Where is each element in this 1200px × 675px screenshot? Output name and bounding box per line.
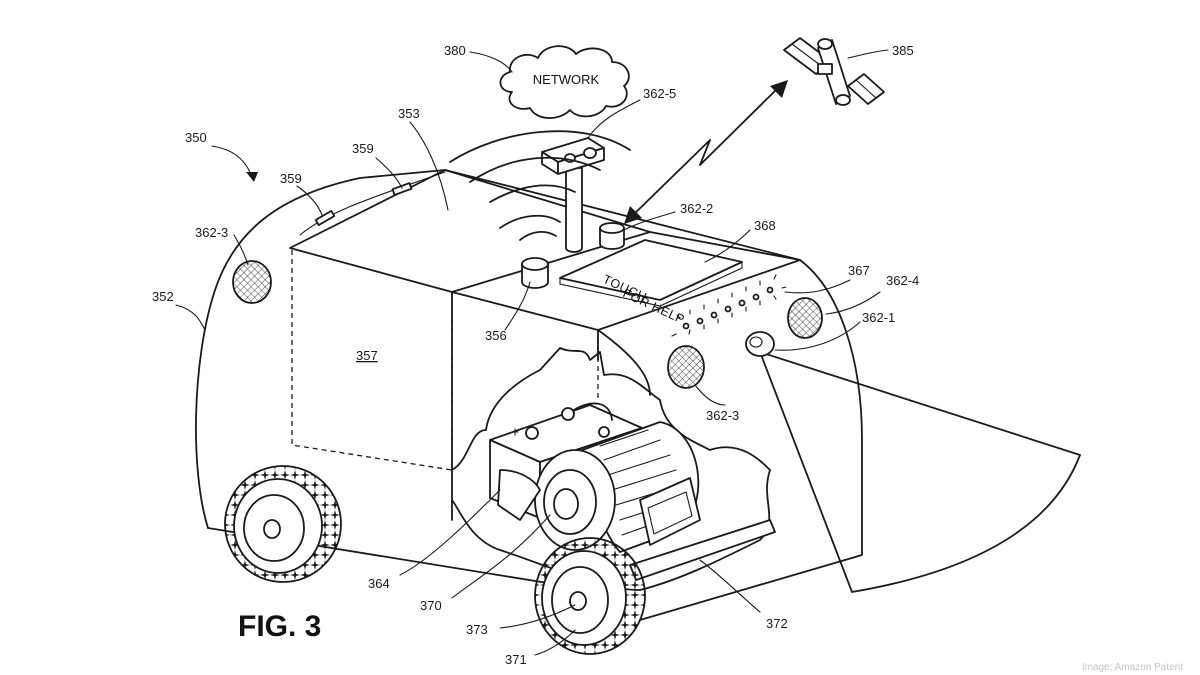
light-beam [759,351,1081,593]
drive-motor [497,421,701,553]
ref-367: 367 [848,263,870,278]
sensor-356 [521,257,549,289]
reference-numerals: 350 352 353 356 357 359 359 362-3 362-3 … [152,43,919,667]
ref-362-2: 362-2 [680,201,713,216]
speaker-left [232,260,272,304]
network-cloud[interactable]: NETWORK [499,45,630,119]
ref-362-1: 362-1 [862,310,895,325]
ref-353: 353 [398,106,420,121]
ref-362-5: 362-5 [643,86,676,101]
sensor-362-2 [599,222,625,250]
camera-mast [541,137,605,253]
ref-350: 350 [185,130,207,145]
leader-lines [175,49,889,656]
headlight [745,331,775,357]
speaker-front-right [787,297,823,339]
satellite [783,37,885,106]
edge-sensors-359 [299,171,446,236]
front-wheel [534,537,646,655]
figure-label: FIG. 3 [238,610,321,643]
ref-371: 371 [505,652,527,667]
ref-357: 357 [356,348,378,363]
ref-373: 373 [466,622,488,637]
ref-380: 380 [444,43,466,58]
ref-356: 356 [485,328,507,343]
ref-362-3-b: 362-3 [706,408,739,423]
rear-wheel [224,465,342,583]
ref-362-3-a: 362-3 [195,225,228,240]
wireless-waves [449,130,631,241]
ref-385: 385 [892,43,914,58]
speaker-front-left [667,345,705,389]
satellite-link-arrow[interactable] [624,80,788,224]
ref-359-a: 359 [280,171,302,186]
ref-364: 364 [368,576,390,591]
ref-359-b: 359 [352,141,374,156]
ref-370: 370 [420,598,442,613]
image-credit: Image: Amazon Patent [1082,662,1183,673]
ref-362-4: 362-4 [886,273,919,288]
ref-368: 368 [754,218,776,233]
indicator-lights [671,274,787,337]
ref-372: 372 [766,616,788,631]
ref-352: 352 [152,289,174,304]
network-label: NETWORK [533,72,600,87]
